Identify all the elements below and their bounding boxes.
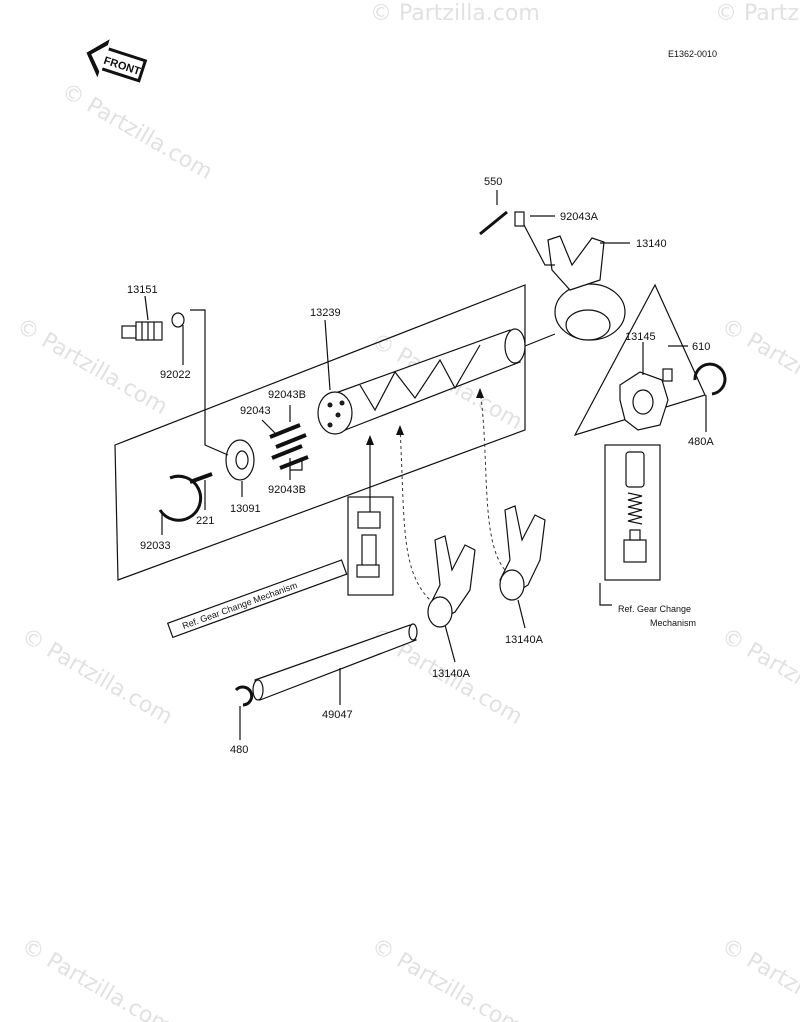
part-label: 13151 [127,284,158,296]
part-label: 92043B [268,389,306,401]
part-label: 480 [230,744,248,756]
circlip-480 [234,685,254,707]
watermark: © Partzilla.com [715,1,800,26]
circlip-92033 [158,474,203,522]
detent-assembly-box [604,444,661,581]
detent-cam [619,371,669,431]
watermarks: © Partzilla.com © Partzilla.com © Partzi… [12,1,800,1022]
pins-group [269,423,309,470]
part-label: 92043B [268,484,306,496]
watermark: © Partzilla.com [17,624,177,731]
watermark: © Partzilla.com [717,314,800,421]
shift-rod [252,623,418,701]
watermark: © Partzilla.com [717,624,800,731]
part-label: 480A [688,436,714,448]
assembly-frame [114,284,526,581]
part-label: 13140A [432,668,471,680]
front-arrow-icon: FRONT [86,39,148,83]
pin-92043a [514,211,525,227]
part-label: 13140A [505,634,544,646]
part-label: 13140 [636,238,667,250]
part-label: 610 [692,341,710,353]
ref-label-left: Ref. Gear Change Mechanism [181,580,299,631]
part-label: 550 [484,176,502,188]
part-label: 92043 [240,405,271,417]
ref-label-right-line1: Ref. Gear Change [618,604,691,614]
circlip-480a [693,362,727,396]
washer-92022 [171,312,185,328]
ref-arrow-left: Ref. Gear Change Mechanism [166,559,348,639]
shift-fork-right [499,505,546,601]
shift-drum [317,328,556,435]
split-pin [479,210,508,236]
part-label: 92043A [560,211,599,223]
watermark: © Partzilla.com [57,79,217,186]
part-label: 49047 [322,709,353,721]
part-label: 13145 [625,331,656,343]
part-label: 92022 [160,369,191,381]
leader-lines [144,190,707,740]
fork-assembly-path [479,389,506,571]
part-label: 221 [196,515,214,527]
watermark: © Partzilla.com [717,934,800,1022]
part-label: 13091 [230,503,261,515]
watermark: © Partzilla.com [370,1,540,26]
part-label: 13239 [310,307,341,319]
watermark: © Partzilla.com [17,934,177,1022]
ref-label-right-line2: Mechanism [650,618,696,628]
shift-fork-left [427,535,476,628]
part-label: 92033 [140,540,171,552]
shift-fork-top [547,235,626,341]
fork-assembly-path [399,427,431,601]
watermark: © Partzilla.com [367,934,527,1022]
pin-610 [662,368,673,382]
diagram-code: E1362-0010 [668,49,717,59]
neutral-switch [121,321,163,341]
